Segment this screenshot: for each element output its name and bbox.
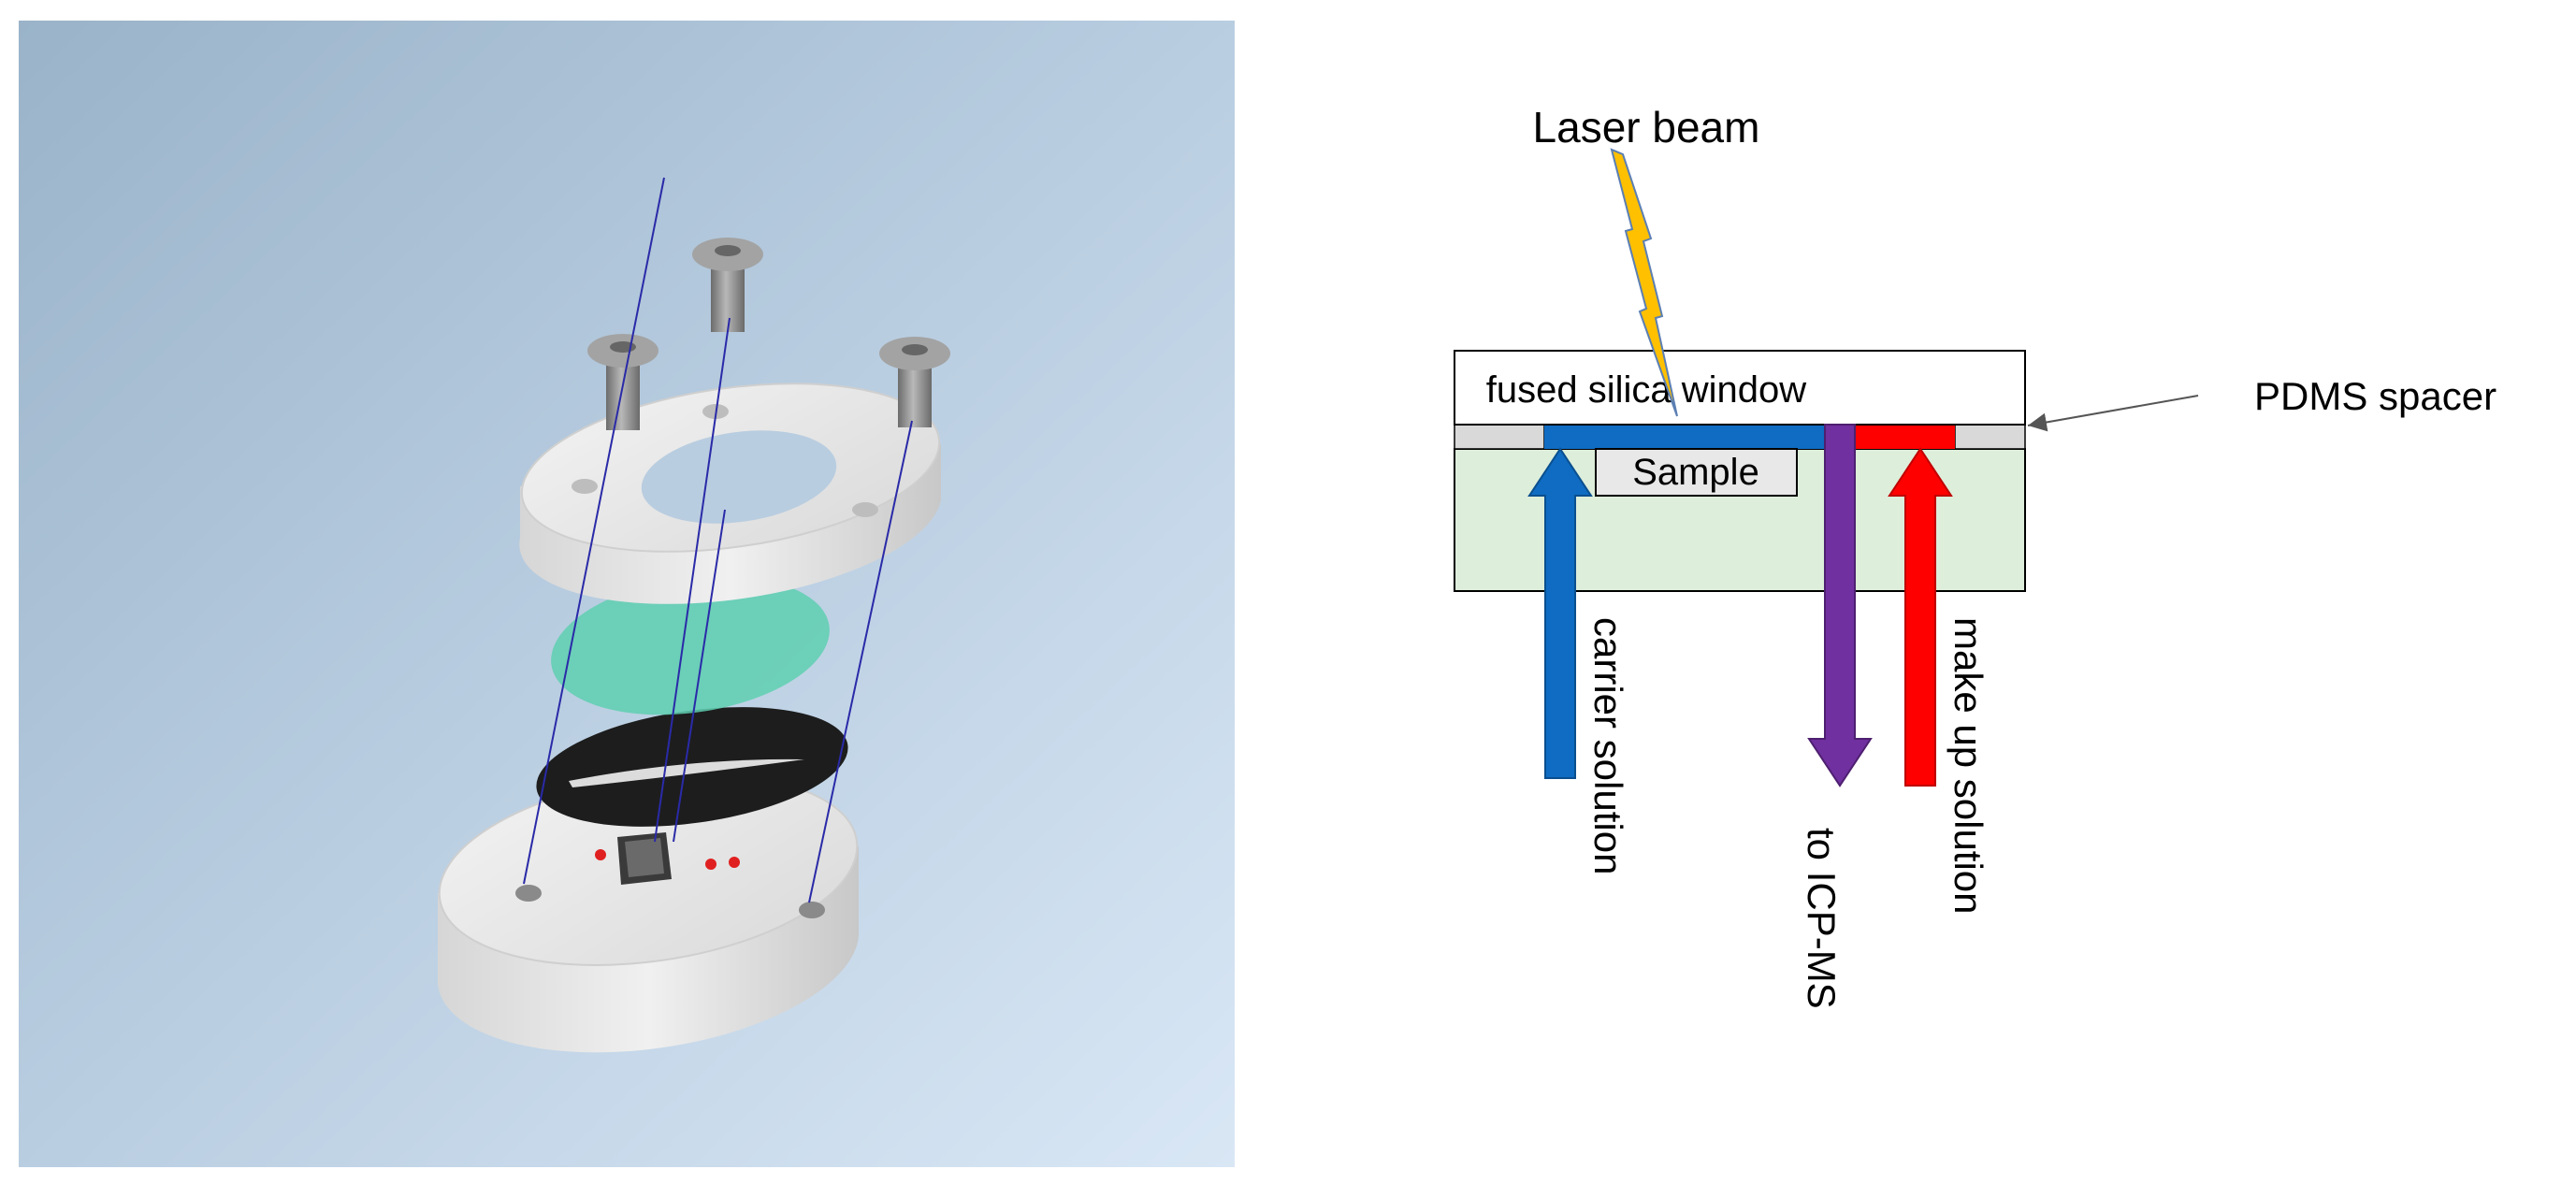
base-screw-hole-right [799,902,825,918]
carrier-channel-strip [1544,425,1825,449]
carrier-arrow [1527,447,1593,779]
schematic-panel: fused silica window Sample Laser beam PD… [1244,0,2576,1184]
inlet-port-right-1 [705,859,716,870]
inlet-port-left [595,849,606,860]
window-label: fused silica window [1486,369,1806,411]
icp-arrow [1807,424,1873,787]
ring-opening [641,430,837,524]
exploded-render [19,21,1235,1167]
alignment-guides [523,177,913,903]
cross-section-schematic: fused silica window Sample Laser beam PD… [1454,103,2496,1009]
spacer-channel-slot [569,758,804,787]
laser-label: Laser beam [1533,103,1760,152]
laser-beam-icon [1610,148,1678,417]
pdms-spacer-right [1954,424,2026,450]
pdms-spacer-part [536,707,848,827]
screw-3 [879,337,950,427]
window-part [551,575,830,715]
spacer-pointer [2027,395,2199,432]
spacer-label: PDMS spacer [2254,374,2496,418]
icp-label: to ICP-MS [1800,828,1844,1009]
ring-hole-1 [572,479,598,494]
screw-1 [587,334,658,430]
window-rect [1454,350,2026,426]
sample-rect [1595,448,1798,497]
sample-label: Sample [1632,452,1759,493]
exploded-render-panel [0,0,1244,1184]
ring-hole-3 [852,502,878,517]
carrier-label: carrier solution [1586,617,1630,874]
base-screw-hole-left [515,885,542,902]
pdms-spacer-left [1454,424,1545,450]
top-ring-part [519,383,941,604]
makeup-arrow [1888,447,1953,787]
makeup-label: make up solution [1946,617,1990,915]
inlet-port-right-2 [729,857,740,868]
base-part [437,773,859,1053]
makeup-channel-strip [1855,425,1955,449]
screw-2 [692,238,763,332]
